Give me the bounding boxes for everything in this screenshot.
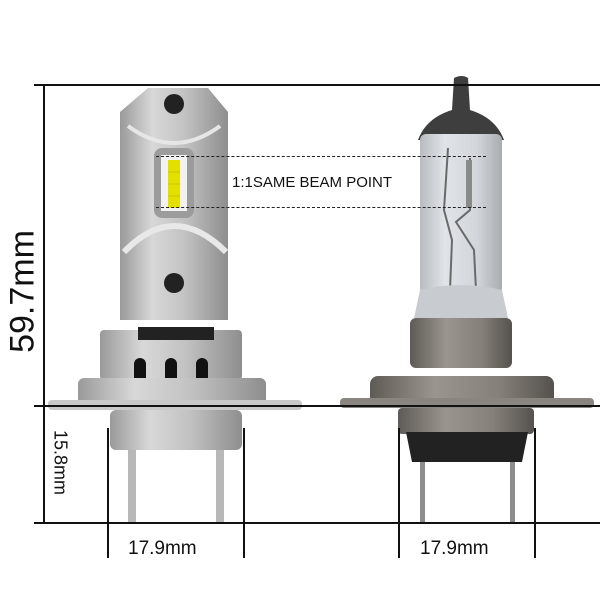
beam-point-label: 1:1SAME BEAM POINT (232, 174, 393, 191)
beam-bottom-dashed-line (156, 207, 486, 208)
led-width-left-line (107, 428, 109, 558)
screw-top-icon (164, 94, 184, 114)
bottom-dimension-line (34, 522, 600, 524)
halogen-width-label: 17.9mm (420, 538, 489, 559)
led-width-right-line (243, 428, 245, 558)
base-height-label: 15.8mm (50, 429, 71, 496)
middle-dimension-line (34, 405, 600, 407)
led-width-label: 17.9mm (128, 538, 197, 559)
halogen-width-left-line (398, 428, 400, 558)
led-bulb (48, 88, 302, 522)
halogen-bulb (340, 76, 594, 522)
screw-bottom-icon (164, 273, 184, 293)
top-dimension-line (34, 84, 600, 86)
height-dimension-line (43, 84, 45, 524)
halogen-width-right-line (534, 428, 536, 558)
total-height-label: 59.7mm (3, 230, 42, 353)
beam-top-dashed-line (156, 156, 486, 157)
